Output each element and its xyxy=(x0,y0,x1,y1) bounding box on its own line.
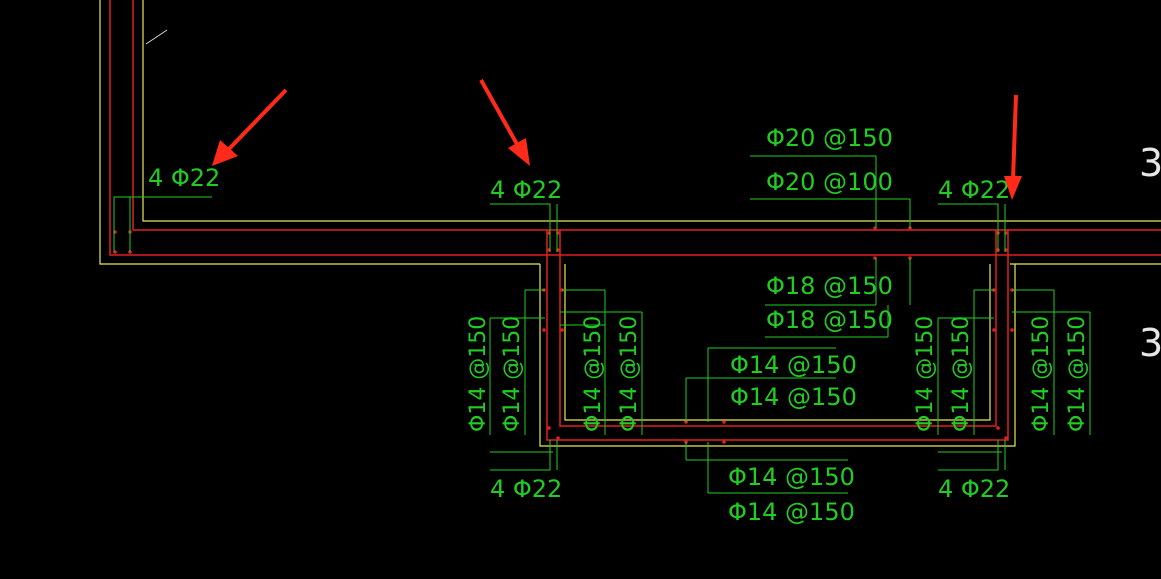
label-phi14-150-v6: Φ14 @150 xyxy=(949,316,974,432)
label-phi14-150-h3: Φ14 @150 xyxy=(728,463,855,491)
markup-arrow-right xyxy=(1004,94,1022,200)
label-4phi22-bottom-right: 4 Φ22 xyxy=(938,475,1010,503)
label-phi20-100: Φ20 @100 xyxy=(766,168,893,196)
section-tick xyxy=(145,29,168,45)
edge-mark-bottom: 3 xyxy=(1139,321,1161,365)
rebar-dots xyxy=(113,226,1014,444)
rebar-annotations: 4 Φ22 4 Φ22 4 Φ22 Φ20 @150 Φ20 @100 Φ18 … xyxy=(148,124,1090,526)
markup-arrow-left xyxy=(212,88,288,166)
label-phi14-150-v4: Φ14 @150 xyxy=(617,316,642,432)
rebar-lines xyxy=(109,0,1161,441)
label-phi14-150-v1: Φ14 @150 xyxy=(466,316,491,432)
label-phi18-150-upper: Φ18 @150 xyxy=(766,272,893,300)
leader-lines xyxy=(113,155,1091,494)
label-4phi22-top-right: 4 Φ22 xyxy=(938,176,1010,204)
label-phi14-150-v3: Φ14 @150 xyxy=(581,316,606,432)
label-phi14-150-v5: Φ14 @150 xyxy=(913,316,938,432)
label-4phi22-top-mid: 4 Φ22 xyxy=(490,176,562,204)
markup-arrow-middle xyxy=(479,79,530,166)
label-4phi22-top-left: 4 Φ22 xyxy=(148,164,220,192)
label-phi20-150: Φ20 @150 xyxy=(766,124,893,152)
label-phi14-150-v2: Φ14 @150 xyxy=(500,316,525,432)
label-phi18-150-lower: Φ18 @150 xyxy=(766,306,893,334)
label-4phi22-bottom-left: 4 Φ22 xyxy=(490,475,562,503)
concrete-outline xyxy=(99,0,1161,447)
label-phi14-150-h4: Φ14 @150 xyxy=(728,498,855,526)
label-phi14-150-h1: Φ14 @150 xyxy=(730,351,857,379)
edge-mark-top: 3 xyxy=(1139,141,1161,185)
label-phi14-150-v7: Φ14 @150 xyxy=(1029,316,1054,432)
label-phi14-150-v8: Φ14 @150 xyxy=(1065,316,1090,432)
label-phi14-150-h2: Φ14 @150 xyxy=(730,383,857,411)
